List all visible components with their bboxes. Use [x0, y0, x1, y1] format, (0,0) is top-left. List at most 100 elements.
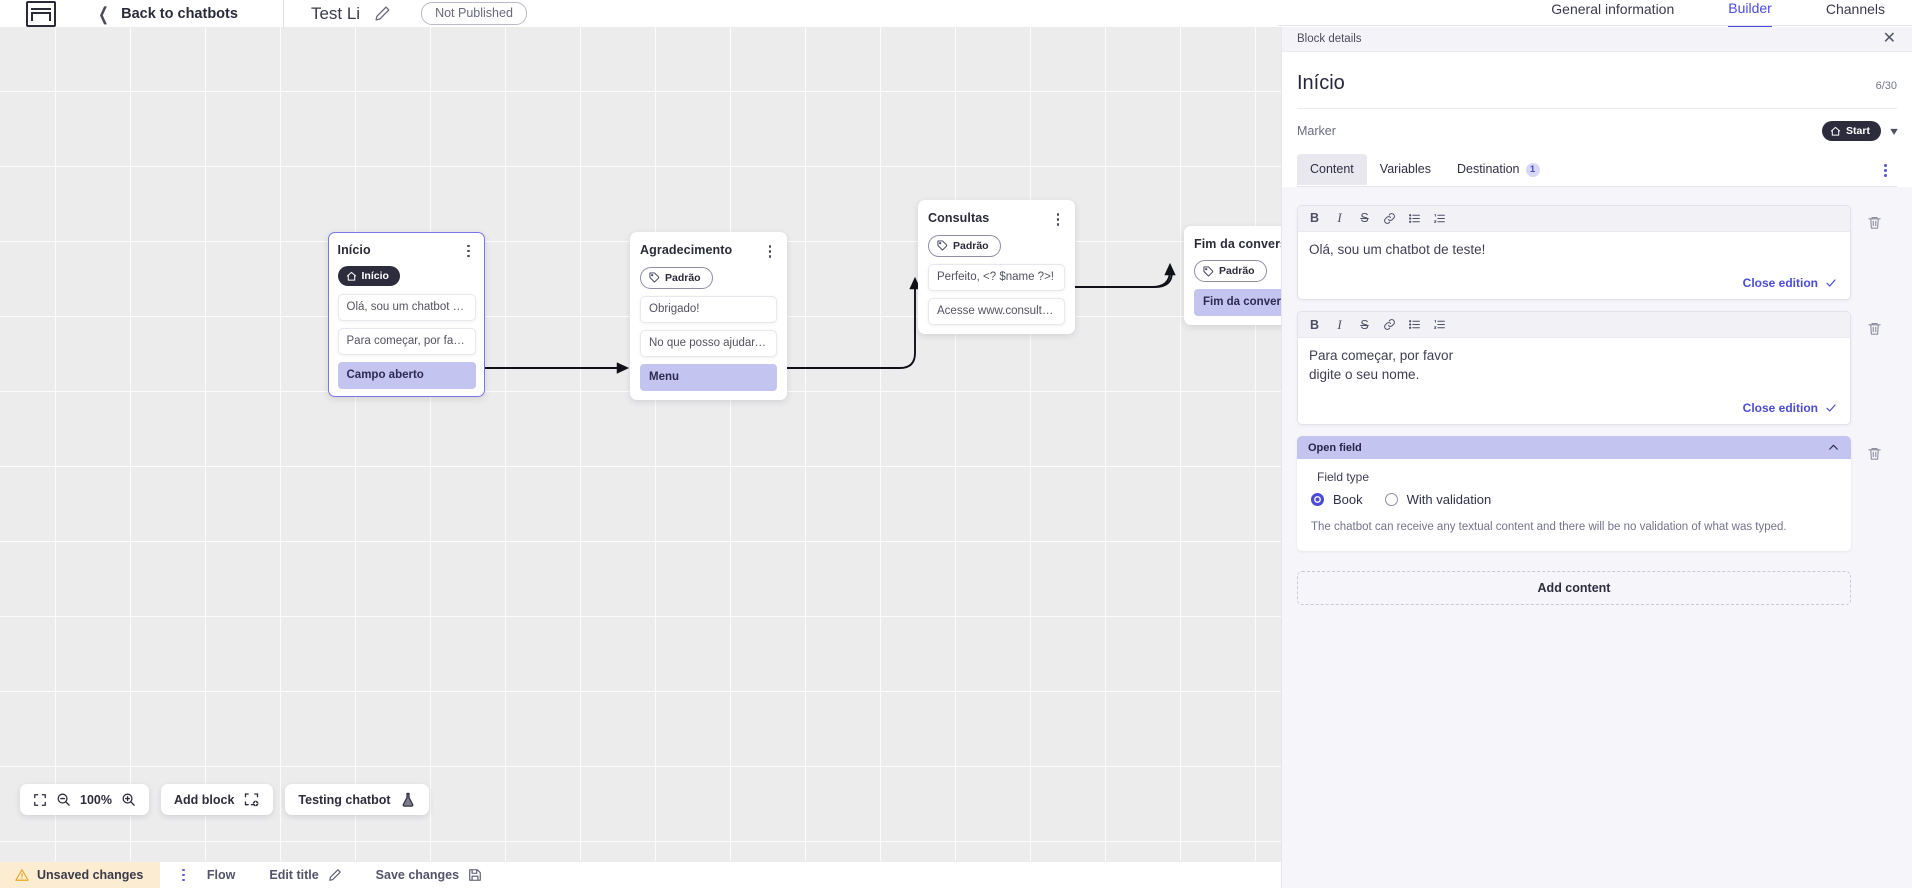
- testing-chatbot-button[interactable]: Testing chatbot: [285, 784, 429, 815]
- bold-icon[interactable]: B: [1309, 211, 1320, 225]
- top-bar: ❮ Back to chatbots Test Li Not Published…: [0, 0, 1912, 27]
- flow-node-consultas[interactable]: Consultas Padrão Perfeito, <? $name ?>! …: [918, 200, 1075, 334]
- zoom-in-icon[interactable]: [121, 792, 136, 807]
- header-divider: [282, 0, 284, 27]
- zoom-out-icon[interactable]: [56, 792, 71, 807]
- edit-title-pencil-icon[interactable]: [374, 5, 391, 22]
- node-menu-button[interactable]: [462, 243, 476, 258]
- close-edition-button[interactable]: Close edition: [1743, 276, 1837, 290]
- node-marker-chip-label: Padrão: [665, 271, 701, 284]
- bullet-list-icon[interactable]: [1402, 315, 1427, 334]
- check-icon: [1825, 277, 1837, 289]
- panel-content-scroll[interactable]: B I S Olá, sou um chatbot de tes: [1282, 187, 1912, 888]
- nav-tab-channels[interactable]: Channels: [1825, 1, 1885, 17]
- nav-tab-builder[interactable]: Builder: [1728, 0, 1772, 27]
- panel-tabs-menu-button[interactable]: [1880, 160, 1891, 181]
- numbered-list-icon[interactable]: [1427, 315, 1452, 334]
- node-marker-chip: Padrão: [1194, 260, 1267, 282]
- strikethrough-icon[interactable]: S: [1360, 211, 1369, 225]
- add-content-wrap: Add content: [1297, 570, 1897, 605]
- close-icon[interactable]: ✕: [1882, 30, 1896, 47]
- tab-variables[interactable]: Variables: [1379, 162, 1431, 177]
- pencil-icon: [328, 868, 342, 882]
- app-logo-icon[interactable]: [26, 0, 56, 27]
- node-header: Agradecimento: [640, 243, 777, 258]
- marker-value-chip[interactable]: Start: [1822, 121, 1881, 141]
- flow-node-fim-da-conversa[interactable]: Fim da conversa Padrão Fim da conversa: [1184, 226, 1281, 325]
- rich-text-editor[interactable]: B I S Para começar, por favor di: [1297, 311, 1851, 426]
- italic-icon[interactable]: I: [1337, 210, 1342, 225]
- link-icon[interactable]: [1377, 315, 1402, 334]
- char-count-label: 6/30: [1875, 80, 1897, 92]
- radio-with-validation[interactable]: With validation: [1384, 492, 1491, 507]
- delete-content-button[interactable]: [1851, 311, 1897, 336]
- node-message[interactable]: Perfeito, <? $name ?>!: [928, 263, 1065, 291]
- close-edition-label: Close edition: [1742, 401, 1818, 416]
- strikethrough-icon[interactable]: S: [1360, 317, 1369, 332]
- canvas-toolbar: 100% Add block Testing chatbot: [20, 784, 429, 815]
- rich-text-editor[interactable]: B I S Olá, sou um chatbot de tes: [1297, 204, 1851, 301]
- flow-node-inicio[interactable]: Início Início Olá, sou um chatbot de tes…: [328, 232, 485, 398]
- italic-icon[interactable]: I: [1337, 316, 1342, 332]
- node-menu-button[interactable]: [763, 243, 777, 258]
- tab-content[interactable]: Content: [1297, 154, 1367, 186]
- node-message-highlighted[interactable]: Campo aberto: [337, 361, 476, 389]
- flow-node-agradecimento[interactable]: Agradecimento Padrão Obrigado! No que po…: [630, 232, 787, 400]
- node-menu-button[interactable]: [1051, 211, 1065, 226]
- home-icon: [1830, 126, 1841, 137]
- flow-canvas[interactable]: Início Início Olá, sou um chatbot de tes…: [0, 27, 1281, 861]
- back-to-chatbots-link[interactable]: Back to chatbots: [121, 5, 238, 22]
- nav-tab-general-information[interactable]: General information: [1551, 1, 1675, 17]
- warning-triangle-icon: [15, 868, 29, 882]
- node-message-highlighted[interactable]: Fim da conversa: [1194, 289, 1281, 316]
- link-icon[interactable]: [1377, 209, 1402, 228]
- node-message[interactable]: Acesse www.consultas.com par...: [928, 297, 1065, 325]
- node-header: Início: [338, 243, 476, 258]
- add-content-button[interactable]: Add content: [1297, 570, 1851, 605]
- unsaved-changes-label: Unsaved changes: [37, 868, 144, 882]
- chevron-down-icon[interactable]: ▾: [1890, 124, 1898, 138]
- flow-connectors: [485, 262, 1176, 374]
- node-message[interactable]: Para começar, por favor digite o ...: [337, 327, 476, 355]
- editor-text[interactable]: Olá, sou um chatbot de teste!: [1298, 231, 1850, 271]
- chevron-up-icon[interactable]: [1827, 441, 1840, 454]
- node-message[interactable]: Obrigado!: [640, 295, 777, 323]
- open-field-card[interactable]: Open field Field type Book: [1297, 436, 1851, 551]
- open-field-header[interactable]: Open field: [1297, 436, 1851, 460]
- numbered-list-icon[interactable]: [1427, 209, 1452, 228]
- marker-row: Marker Start ▾: [1297, 109, 1898, 154]
- zoom-controls[interactable]: 100%: [20, 784, 149, 815]
- flow-button[interactable]: Flow: [207, 868, 235, 882]
- node-message-highlighted[interactable]: Menu: [640, 363, 777, 391]
- node-title: Início: [337, 242, 371, 257]
- add-block-button[interactable]: Add block: [160, 784, 274, 815]
- node-message[interactable]: Olá, sou um chatbot de teste!: [337, 293, 476, 321]
- save-changes-button[interactable]: Save changes: [376, 868, 482, 882]
- back-chevron-icon[interactable]: ❮: [98, 3, 109, 24]
- close-edition-label: Close edition: [1742, 276, 1818, 291]
- block-details-panel: Block details ✕ Início 6/30 Marker Start…: [1281, 27, 1912, 888]
- open-field-description: The chatbot can receive any textual cont…: [1311, 521, 1787, 534]
- publish-status-badge: Not Published: [421, 2, 527, 25]
- bullet-list-icon[interactable]: [1402, 209, 1427, 228]
- bold-icon[interactable]: B: [1309, 317, 1320, 332]
- add-block-label: Add block: [173, 792, 235, 807]
- marker-selector[interactable]: Start ▾: [1822, 121, 1898, 141]
- save-disk-icon: [468, 868, 482, 882]
- delete-content-button[interactable]: [1851, 205, 1897, 230]
- testing-chatbot-label: Testing chatbot: [298, 792, 391, 807]
- tab-destination-label: Destination: [1456, 162, 1520, 176]
- marker-label: Marker: [1297, 124, 1336, 138]
- tag-icon: [649, 272, 660, 283]
- edit-title-button[interactable]: Edit title: [269, 868, 341, 882]
- node-header: Consultas: [928, 211, 1065, 226]
- node-header: Fim da conversa: [1194, 237, 1281, 251]
- radio-book[interactable]: Book: [1311, 492, 1363, 507]
- node-message[interactable]: No que posso ajudar, <? $name ...: [640, 329, 777, 357]
- delete-content-button[interactable]: [1851, 436, 1897, 461]
- editor-text[interactable]: Para começar, por favor digite o seu nom…: [1298, 338, 1473, 396]
- fit-screen-icon[interactable]: [33, 793, 47, 807]
- status-bar-menu-button[interactable]: [182, 868, 185, 882]
- close-edition-button[interactable]: Close edition: [1743, 401, 1837, 415]
